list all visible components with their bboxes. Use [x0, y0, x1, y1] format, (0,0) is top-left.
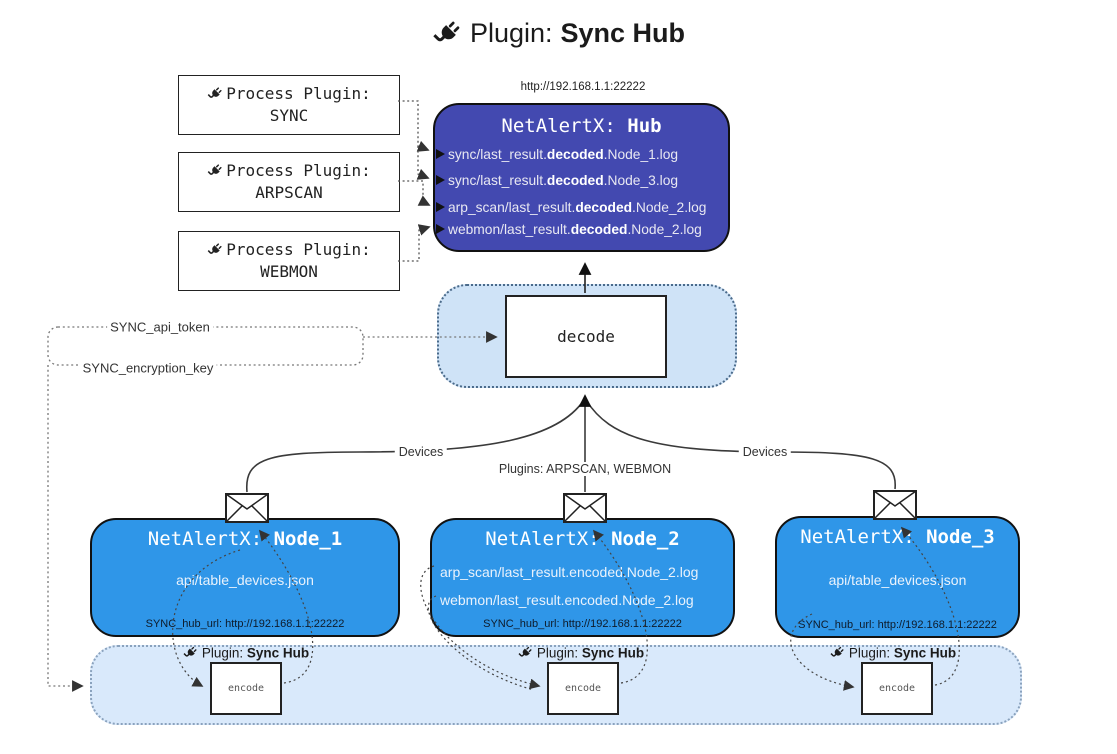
node-line: webmon/last_result.encoded.Node_2.log [440, 592, 694, 608]
devices-right-label: Devices [738, 445, 792, 459]
process-plugin-label: Process Plugin: [226, 84, 371, 104]
process-plugin-name: ARPSCAN [255, 183, 323, 202]
node-hub-url: SYNC_hub_url: http://192.168.1.1:22222 [145, 618, 345, 630]
envelope-icon [225, 493, 269, 523]
strip-plugin-label-3: Plugin: Sync Hub [830, 646, 956, 661]
plug-icon [207, 87, 222, 99]
hub-log-line: arp_scan/last_result.decoded.Node_2.log [436, 197, 706, 217]
devices-left-label: Devices [394, 445, 448, 459]
hub-url-label: http://192.168.1.1:22222 [520, 81, 646, 93]
process-plugin-box-webmon: Process Plugin: WEBMON [178, 231, 400, 291]
plugins-center-label: Plugins: ARPSCAN, WEBMON [494, 462, 676, 476]
process-plugin-name: SYNC [269, 106, 309, 125]
encode-box-1: encode [210, 662, 282, 715]
sync-encryption-key-label: SYNC_encryption_key [79, 360, 217, 376]
process-plugin-label: Process Plugin: [226, 161, 371, 181]
node-line: api/table_devices.json [828, 572, 967, 588]
plug-icon [433, 21, 460, 41]
hub-box: NetAlertX: Hub sync/last_result.decoded.… [433, 103, 730, 252]
node-title: NetAlertX: Node_2 [485, 528, 680, 550]
node-title: NetAlertX: Node_1 [147, 528, 343, 550]
hub-log-line: sync/last_result.decoded.Node_1.log [436, 144, 678, 164]
node-hub-url: SYNC_hub_url: http://192.168.1.1:22222 [798, 619, 997, 631]
process-plugin-box-arpscan: Process Plugin: ARPSCAN [178, 152, 400, 212]
node-box-2: NetAlertX: Node_2 arp_scan/last_result.e… [430, 518, 735, 637]
node-line: arp_scan/last_result.encoded.Node_2.log [440, 564, 699, 580]
plug-icon [830, 646, 844, 657]
envelope-icon [873, 490, 917, 520]
hub-log-line: sync/last_result.decoded.Node_3.log [436, 170, 678, 190]
log-arrow-icon [436, 149, 445, 159]
node-box-3: NetAlertX: Node_3 api/table_devices.json… [775, 516, 1020, 638]
process-plugin-label: Process Plugin: [226, 240, 371, 260]
log-arrow-icon [436, 202, 445, 212]
process-plugin-box-sync: Process Plugin: SYNC [178, 75, 400, 135]
hub-log-line: webmon/last_result.decoded.Node_2.log [436, 219, 702, 239]
page-title: Plugin: Sync Hub [0, 18, 1117, 49]
encode-box-3: encode [861, 662, 933, 715]
hub-title: NetAlertX: Hub [501, 115, 662, 137]
log-arrow-icon [436, 224, 445, 234]
process-plugin-name: WEBMON [260, 262, 318, 281]
title-prefix: Plugin: [469, 18, 553, 48]
envelope-icon [563, 493, 607, 523]
strip-plugin-label-1: Plugin: Sync Hub [183, 646, 309, 661]
plug-icon [183, 646, 197, 657]
node-box-1: NetAlertX: Node_1 api/table_devices.json… [90, 518, 400, 637]
node-line: api/table_devices.json [176, 572, 314, 588]
plug-icon [207, 164, 222, 176]
decode-box: decode [505, 295, 667, 378]
log-arrow-icon [436, 175, 445, 185]
plug-icon [207, 243, 222, 255]
sync-api-token-label: SYNC_api_token [107, 319, 213, 335]
encode-box-2: encode [547, 662, 619, 715]
title-name: Sync Hub [560, 18, 686, 48]
node-hub-url: SYNC_hub_url: http://192.168.1.1:22222 [483, 618, 682, 630]
strip-plugin-label-2: Plugin: Sync Hub [518, 646, 644, 661]
node-title: NetAlertX: Node_3 [800, 526, 995, 548]
plug-icon [518, 646, 532, 657]
